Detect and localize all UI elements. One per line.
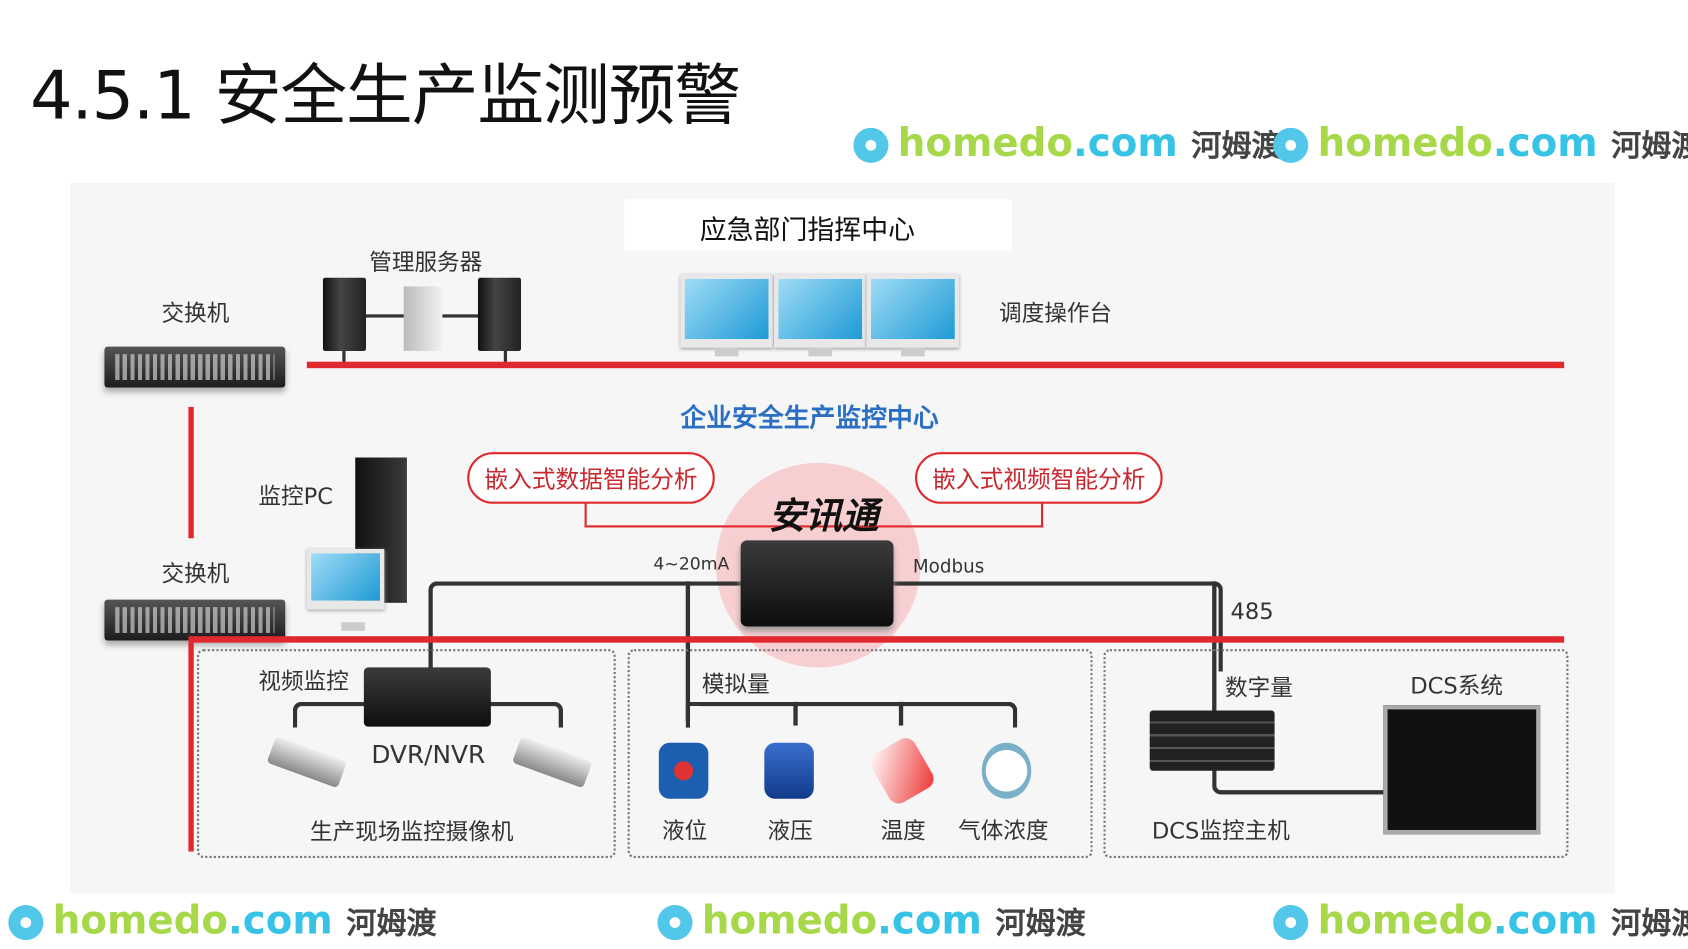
watermark-cn: 河姆渡 xyxy=(1611,128,1688,164)
watermark: homedo.com 河姆渡 xyxy=(1270,898,1688,948)
analog-section-label: 模拟量 xyxy=(701,671,770,698)
video-section xyxy=(196,649,616,858)
slide-title: 4.5.1 安全生产监测预警 xyxy=(30,55,741,135)
flower-logo-icon xyxy=(850,124,892,166)
gateway-device-icon xyxy=(740,540,894,627)
enterprise-center-label: 企业安全生产监控中心 xyxy=(680,402,939,433)
dvr-icon xyxy=(363,667,491,727)
watermark-cn: 河姆渡 xyxy=(1611,905,1688,941)
watermark-cn: 河姆渡 xyxy=(346,905,437,941)
digital-section xyxy=(1103,649,1569,858)
watermark-cn: 河姆渡 xyxy=(995,905,1086,941)
server-icon xyxy=(403,286,443,351)
dcs-system-label: DCS系统 xyxy=(1410,672,1503,699)
switch-uplink xyxy=(188,406,194,539)
watermark-domain: .com xyxy=(1492,121,1598,166)
watermark-site: homedo xyxy=(52,898,228,944)
digital-bus xyxy=(1212,581,1217,711)
server-drop xyxy=(503,350,508,367)
sensor-label: 气体浓度 xyxy=(958,818,1049,844)
video-section-label: 视频监控 xyxy=(258,668,349,695)
sensor-label: 温度 xyxy=(880,818,926,844)
analog-bus xyxy=(685,581,691,722)
signal-analog-label: 4~20mA xyxy=(653,553,730,574)
brand-logo: 安讯通 xyxy=(768,495,879,539)
top-network-line xyxy=(306,361,1565,369)
watermark: homedo.com 河姆渡 xyxy=(5,898,437,948)
management-server-label: 管理服务器 xyxy=(369,249,483,276)
monitor-pc-label: 监控PC xyxy=(258,483,333,510)
watermark-site: homedo xyxy=(701,898,878,944)
switch-top-label: 交换机 xyxy=(161,300,230,327)
signal-modbus-label: Modbus xyxy=(912,556,985,579)
gas-gauge-icon xyxy=(981,742,1032,799)
dispatch-console-label: 调度操作台 xyxy=(998,300,1113,327)
level-sensor-icon xyxy=(658,742,709,799)
watermark: homedo.com 河姆渡 xyxy=(1270,121,1688,171)
signal-485-label: 485 xyxy=(1230,598,1274,625)
dcs-host-icon xyxy=(1149,710,1275,771)
flower-logo-icon xyxy=(5,902,47,944)
pc-monitor-icon xyxy=(306,549,385,631)
sensor-link xyxy=(685,701,1018,728)
digital-section-label: 数字量 xyxy=(1225,674,1293,701)
sensor-label: 液压 xyxy=(767,818,813,844)
bottom-network-line xyxy=(193,636,1565,643)
server-drop xyxy=(342,350,346,367)
switch-bottom-icon xyxy=(104,599,286,641)
watermark-site: homedo xyxy=(1317,121,1493,166)
flower-logo-icon xyxy=(1270,124,1312,166)
dcs-screen-icon xyxy=(1383,705,1541,835)
analog-section xyxy=(627,649,1093,858)
data-analysis-badge: 嵌入式数据智能分析 xyxy=(467,452,715,504)
dcs-link xyxy=(1212,766,1395,795)
sensor-label: 液位 xyxy=(662,818,708,844)
server-icon xyxy=(322,277,367,351)
watermark-domain: .com xyxy=(1073,121,1178,166)
watermark: homedo.com 河姆渡 xyxy=(654,898,1086,948)
switch-top-icon xyxy=(104,346,286,388)
emergency-center-box xyxy=(624,199,1012,251)
monitor-icon xyxy=(866,274,960,357)
watermark-domain: .com xyxy=(877,898,982,944)
watermark-domain: .com xyxy=(1492,898,1598,944)
flower-logo-icon xyxy=(1270,902,1312,944)
watermark: homedo.com 河姆渡 xyxy=(850,121,1282,171)
monitor-icon xyxy=(680,274,773,357)
watermark-cn: 河姆渡 xyxy=(1191,128,1282,164)
monitor-icon xyxy=(774,274,867,357)
watermark-domain: .com xyxy=(227,898,333,944)
switch-bottom-label: 交换机 xyxy=(161,560,230,587)
field-network-drop xyxy=(188,636,194,852)
pressure-sensor-icon xyxy=(764,742,814,799)
video-analysis-badge: 嵌入式视频智能分析 xyxy=(915,452,1163,504)
sensor-drop xyxy=(793,701,798,726)
dvr-label: DVR/NVR xyxy=(371,741,486,770)
flower-logo-icon xyxy=(654,902,696,944)
emergency-center-label: 应急部门指挥中心 xyxy=(699,214,916,246)
watermark-site: homedo xyxy=(1317,898,1493,944)
server-icon xyxy=(477,277,522,351)
sensor-drop xyxy=(898,701,904,726)
watermark-site: homedo xyxy=(897,121,1074,166)
cameras-label: 生产现场监控摄像机 xyxy=(310,819,514,846)
dcs-host-label: DCS监控主机 xyxy=(1151,818,1290,844)
analysis-link xyxy=(584,495,1044,528)
